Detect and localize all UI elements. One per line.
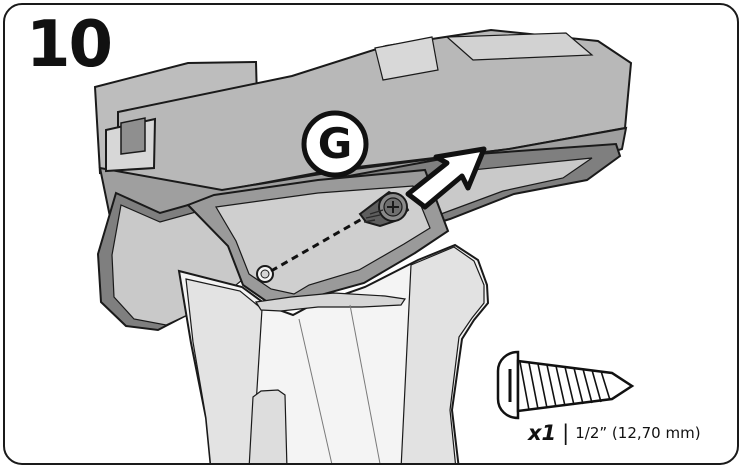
hardware-size: 1/2” (12,70 mm) [575,424,701,442]
housing-window-slot [120,117,146,155]
housing-rib [374,36,439,81]
hardware-separator: | [562,421,570,445]
direction-arrow [405,146,487,210]
post-right-face [400,246,485,464]
panel-border [3,3,739,465]
post-left-face [185,278,263,464]
hardware-quantity: x1 [528,421,557,445]
post-edge-line-2 [349,304,382,464]
screw-hole-inner [260,269,270,279]
post-edge-line-1 [298,318,334,464]
step-number: 10 [26,8,113,82]
screw-guide-line [270,206,382,273]
hardware-spec: x1 | 1/2” (12,70 mm) [528,423,701,444]
post-slot [255,292,407,312]
hardware-screw-icon [496,350,635,420]
part-label: G [317,119,353,168]
screw-illustration [358,190,410,228]
post-window [248,389,288,464]
housing-rib-2 [445,32,594,61]
part-g-callout [301,110,369,178]
